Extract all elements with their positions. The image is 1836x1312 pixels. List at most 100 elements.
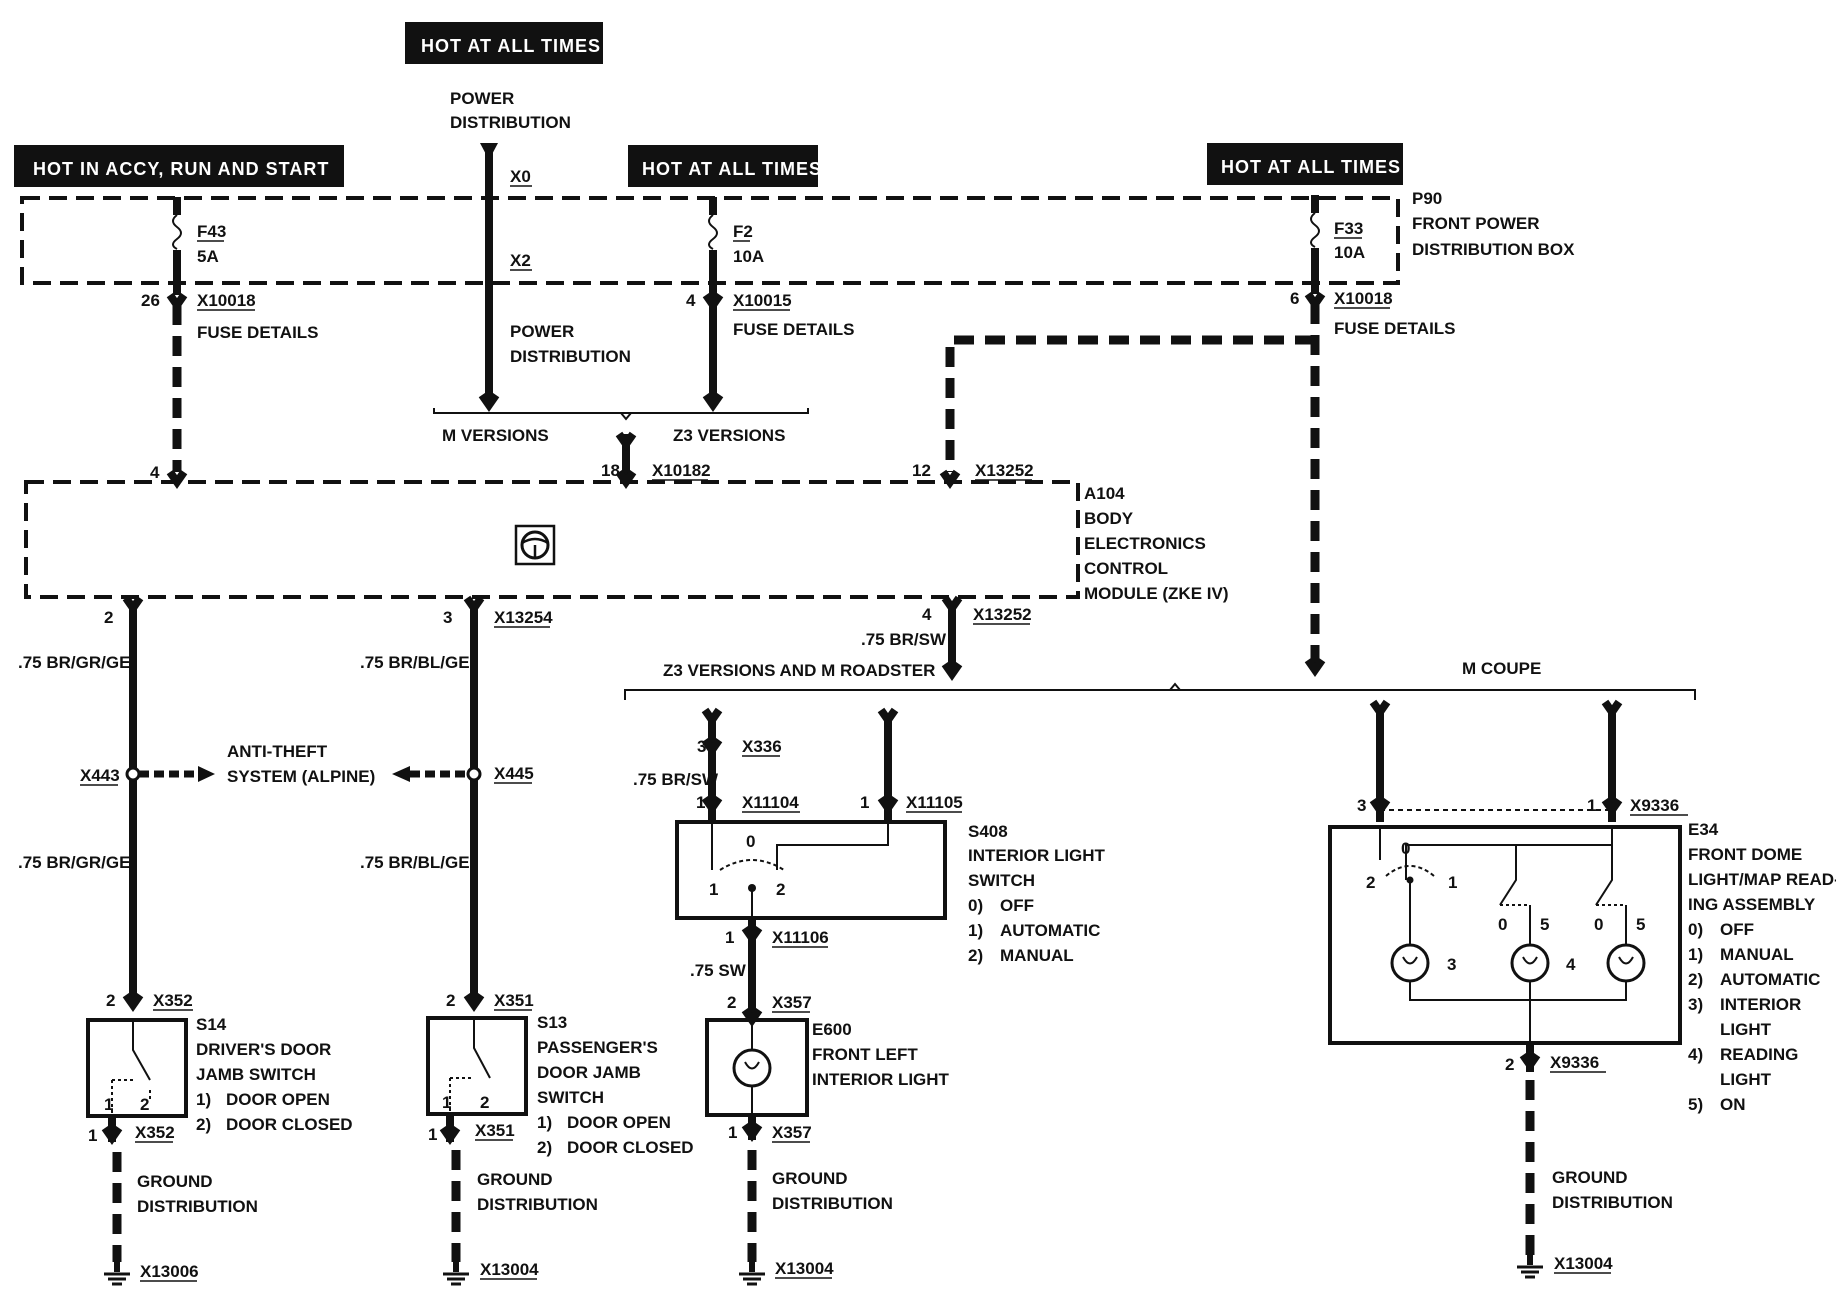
e34-contact: [1499, 845, 1517, 906]
legend-key: 3): [1688, 995, 1703, 1014]
connector-fork-icon: [1304, 291, 1326, 311]
header-hot-at-all-times-mid: HOT AT ALL TIMES: [628, 145, 822, 187]
switch-terminal: 1: [104, 1095, 113, 1114]
connector-label: X13252: [973, 605, 1032, 624]
legend-value: AUTOMATIC: [1720, 970, 1820, 989]
fuse-details-label: FUSE DETAILS: [1334, 319, 1456, 338]
ground-icon: [104, 1262, 130, 1286]
module-icon: [514, 524, 556, 566]
connector-fork-icon: [463, 992, 485, 1012]
ground-label: GROUND: [477, 1170, 553, 1189]
connector-label: X11105: [906, 793, 963, 812]
connector-label: X352: [135, 1123, 175, 1142]
splice-x445-icon: [466, 766, 482, 782]
connector-label: X9336: [1630, 796, 1679, 815]
connector-fork-icon: [1601, 699, 1623, 719]
connector-fork-icon: [877, 795, 899, 815]
ground-label: DISTRIBUTION: [1552, 1193, 1673, 1212]
connector-label: X336: [742, 737, 782, 756]
legend-key: 1): [537, 1113, 552, 1132]
module-label: CONTROL: [1084, 559, 1168, 578]
switch-position: 0: [1594, 915, 1603, 934]
module-label: MODULE (ZKE IV): [1084, 584, 1229, 603]
anti-theft-label: SYSTEM (ALPINE): [227, 767, 375, 786]
legend-key: 2): [196, 1115, 211, 1134]
e34-contact: [1595, 845, 1613, 906]
legend-value: LIGHT: [1720, 1020, 1772, 1039]
group-bracket: [624, 689, 1696, 700]
legend-value: MANUAL: [1720, 945, 1794, 964]
legend-value: MANUAL: [1000, 946, 1074, 965]
ground-icon: [739, 1262, 765, 1286]
fuse-name: F2: [733, 222, 753, 241]
legend-key: 2): [537, 1138, 552, 1157]
splice-x443-icon: [125, 766, 141, 782]
connector-label: X351: [494, 991, 534, 1010]
connector-fork-icon: [1519, 1052, 1541, 1072]
anti-theft-label: ANTI-THEFT: [227, 742, 328, 761]
connector-fork-icon: [877, 707, 899, 727]
wire-end-fork-icon: [702, 392, 724, 412]
connector-label: X352: [153, 991, 193, 1010]
power-distribution-label: POWER: [510, 322, 574, 341]
switch-position: 1: [1448, 873, 1457, 892]
switch-position: 5: [1636, 915, 1645, 934]
power-distribution-label: DISTRIBUTION: [450, 113, 571, 132]
connector-fork-icon: [701, 795, 723, 815]
ground-connector: X13004: [480, 1260, 539, 1279]
module-a104-outline: [24, 480, 1080, 599]
header-text: HOT AT ALL TIMES: [642, 159, 822, 179]
component-label: LIGHT/MAP READ-: [1688, 870, 1836, 889]
component-label: PASSENGER'S: [537, 1038, 658, 1057]
s13-switch-box: [426, 1016, 528, 1116]
component-id: E600: [812, 1020, 852, 1039]
bulb-filament-icon: [1402, 956, 1418, 965]
ground-icon: [443, 1262, 469, 1286]
s408-switch-box: [675, 820, 947, 920]
module-label: ELECTRONICS: [1084, 534, 1206, 553]
fuse-name: F43: [197, 222, 226, 241]
module-label: BODY: [1084, 509, 1134, 528]
fuse-rating: 10A: [733, 247, 764, 266]
component-id: S14: [196, 1015, 227, 1034]
pin-number: 3: [1357, 796, 1366, 815]
connector-label: X13252: [975, 461, 1034, 480]
connector-fork-icon: [1369, 699, 1391, 719]
wire-color-label: .75 BR/GR/GE: [18, 653, 130, 672]
legend-key: 4): [1688, 1045, 1703, 1064]
bulb-filament-icon: [744, 1061, 760, 1070]
ground-connector: X13004: [1554, 1254, 1613, 1273]
pin-number: 4: [150, 463, 160, 482]
connector-fork-icon: [615, 431, 637, 451]
component-label: DRIVER'S DOOR: [196, 1040, 331, 1059]
component-label: INTERIOR LIGHT: [968, 846, 1106, 865]
connector-fork-icon: [101, 1125, 123, 1145]
ground-label: DISTRIBUTION: [137, 1197, 258, 1216]
connector-label: X11104: [742, 793, 799, 812]
connector-fork-icon: [701, 737, 723, 757]
connector-label: X10182: [652, 461, 711, 480]
pin-number: 12: [912, 461, 931, 480]
legend-key: 2): [1688, 970, 1703, 989]
header-hot-in-accy-run-start: HOT IN ACCY, RUN AND START: [14, 145, 344, 187]
connector-label: X357: [772, 993, 812, 1012]
component-label: FRONT DOME: [1688, 845, 1802, 864]
pin-number: 3: [443, 608, 452, 627]
header-hot-at-all-times-right: HOT AT ALL TIMES: [1207, 143, 1403, 185]
pin-number: 4: [922, 605, 932, 624]
pin-number: 1: [428, 1125, 437, 1144]
power-distribution-label: DISTRIBUTION: [510, 347, 631, 366]
pin-number: 2: [446, 991, 455, 1010]
component-id: S13: [537, 1013, 567, 1032]
legend-value: DOOR CLOSED: [567, 1138, 694, 1157]
group-label-m-coupe: M COUPE: [1462, 659, 1541, 678]
pin-number: 1: [860, 793, 869, 812]
legend-value: OFF: [1000, 896, 1034, 915]
component-label: SWITCH: [537, 1088, 604, 1107]
connector-label: X351: [475, 1121, 515, 1140]
wire-end-fork-icon: [941, 661, 963, 681]
fuse-details-label: FUSE DETAILS: [197, 323, 319, 342]
pin-number: 3: [697, 737, 706, 756]
